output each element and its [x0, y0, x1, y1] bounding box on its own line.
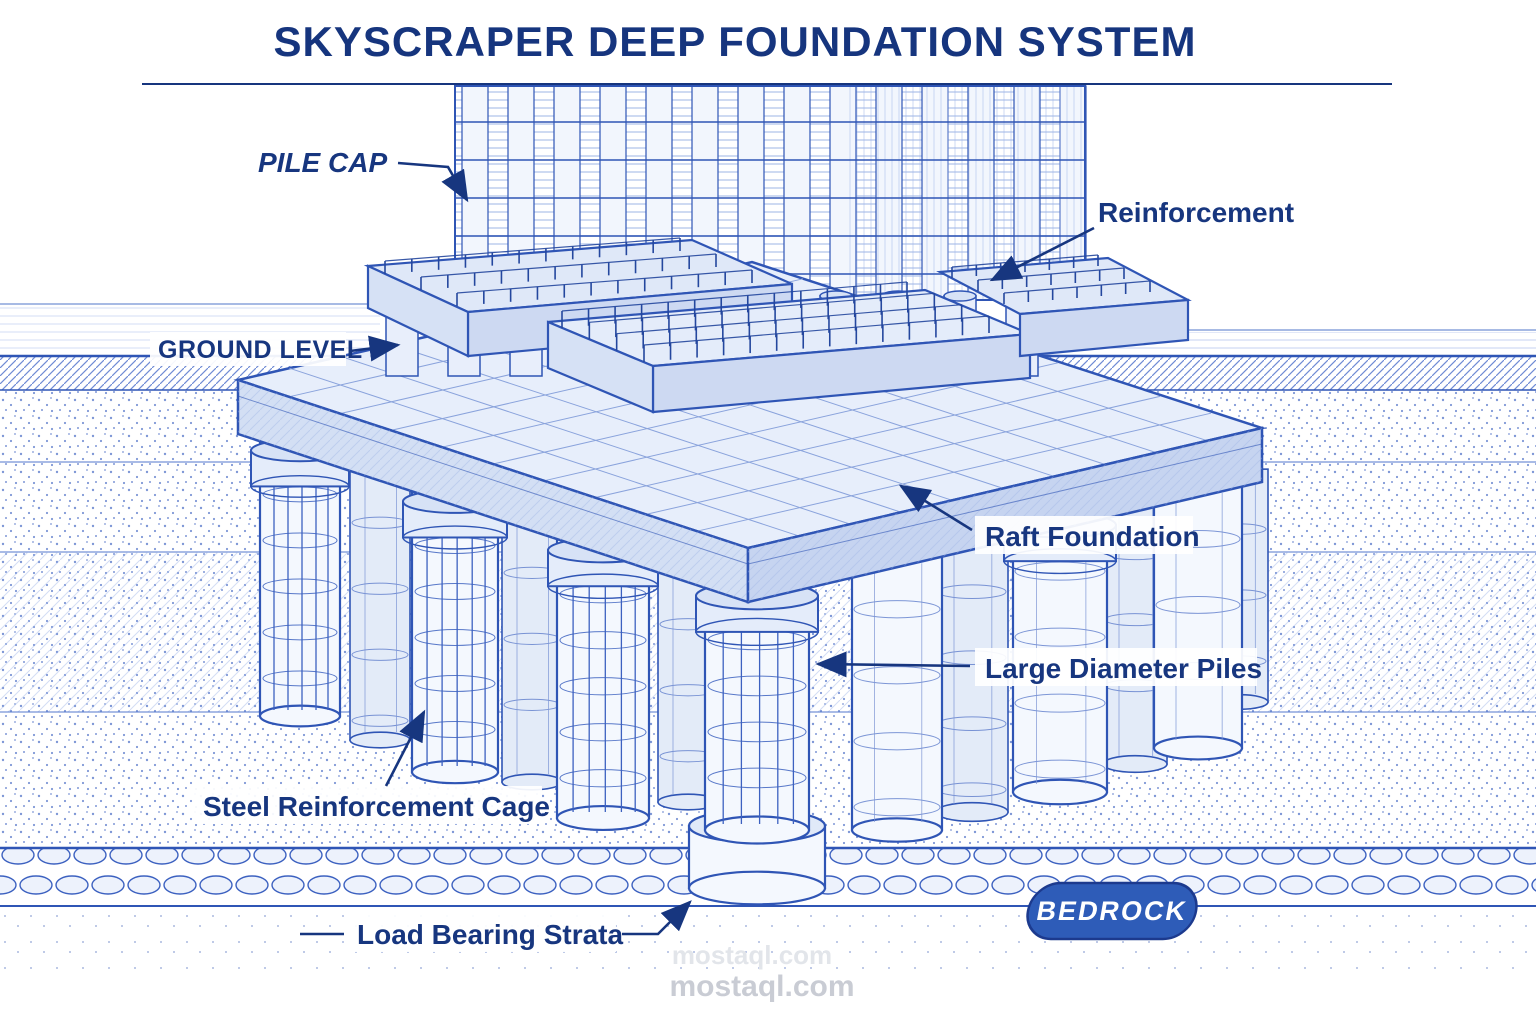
- reinforcement-arrow: [989, 226, 1095, 282]
- watermark-echo: mostaql.com: [672, 940, 832, 970]
- bedrock-label: BEDROCK: [1034, 895, 1190, 926]
- pile-cap-arrow: [397, 161, 469, 203]
- label-background: [150, 332, 346, 366]
- label-large-diameter-piles: Large Diameter Piles: [815, 648, 1262, 686]
- label-background: [194, 786, 542, 824]
- label-raft-foundation: Raft Foundation: [898, 484, 1200, 554]
- annotations: PILE CAP Reinforcement GROUND LEVEL Raft…: [150, 147, 1294, 952]
- load-bearing-strata-arrow: [622, 900, 692, 936]
- pile-cap-label: PILE CAP: [258, 147, 387, 178]
- label-load-bearing-strata: Load Bearing Strata: [300, 900, 692, 952]
- reinforcement-mesh-center: [561, 281, 990, 362]
- ground-level-label: GROUND LEVEL: [158, 336, 363, 364]
- label-pile-cap: PILE CAP: [258, 147, 469, 203]
- watermark-text: mostaql.com: [669, 970, 854, 1003]
- pile-caps: [363, 237, 1192, 414]
- load-bearing-strata-label: Load Bearing Strata: [357, 919, 623, 950]
- bedrock-badge: BEDROCK: [1026, 881, 1198, 941]
- steel-reinforcement-cage-arrow: [384, 709, 426, 787]
- diagram-title-block: SKYSCRAPER DEEP FOUNDATION SYSTEM: [142, 18, 1392, 85]
- watermark: mostaql.com mostaql.com: [669, 940, 854, 1003]
- reinforcement-label: Reinforcement: [1098, 197, 1294, 228]
- ground-level-arrow: [349, 335, 401, 362]
- raft-foundation-label: Raft Foundation: [985, 521, 1200, 552]
- page-title: SKYSCRAPER DEEP FOUNDATION SYSTEM: [274, 18, 1197, 65]
- large-diameter-piles-label: Large Diameter Piles: [985, 653, 1262, 684]
- raft-foundation-arrow: [898, 484, 973, 532]
- label-ground-level: GROUND LEVEL: [150, 332, 401, 366]
- pile-cap-right-front: [1018, 298, 1190, 358]
- label-background: [975, 516, 1193, 554]
- label-reinforcement: Reinforcement: [989, 197, 1294, 282]
- raft-foundation-edges: [236, 378, 1264, 604]
- reinforcement-mesh-left: [384, 237, 753, 306]
- label-background: [975, 648, 1257, 686]
- large-diameter-piles-arrow: [815, 651, 971, 678]
- label-background: [348, 914, 616, 952]
- reinforcement-mesh-right: [951, 254, 1151, 304]
- label-steel-reinforcement-cage: Steel Reinforcement Cage: [194, 709, 550, 824]
- steel-reinforcement-cage-label: Steel Reinforcement Cage: [203, 791, 550, 822]
